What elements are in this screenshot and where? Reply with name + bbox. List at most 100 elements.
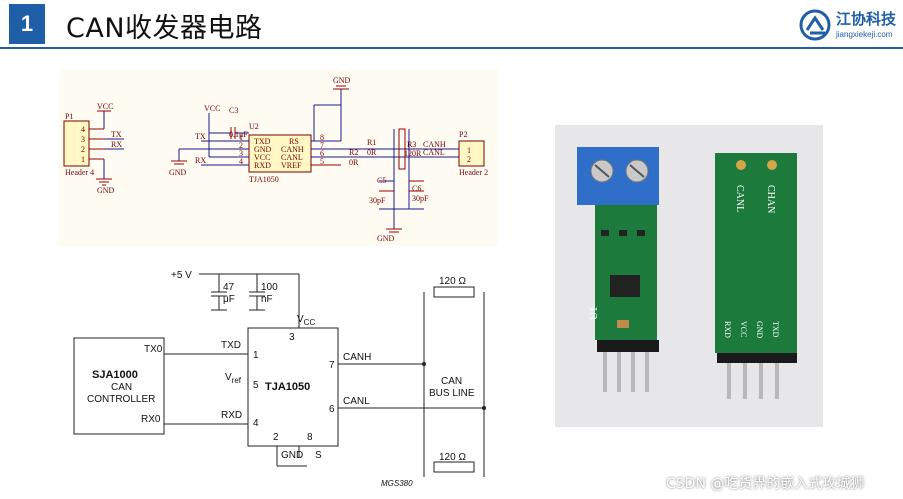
u2-num-5: 5 [320, 157, 324, 166]
chip-canl: CANL [343, 396, 370, 407]
chip-pin-4: 4 [253, 418, 259, 429]
u2-num-8: 8 [320, 133, 324, 142]
brand-url: jiangxiekeji.com [836, 30, 893, 39]
u2-num-2: 2 [239, 141, 243, 150]
p1-vcc-label: VCC [97, 102, 113, 111]
chip-pin-7: 7 [329, 360, 335, 371]
c6-ref: C6 [412, 184, 421, 193]
chip-s: S [315, 450, 322, 461]
p1-gnd-label: GND [97, 186, 115, 195]
r2-ref: R2 [349, 148, 358, 157]
chip-canh: CANH [343, 352, 371, 363]
u2-pin-vcc: VCC [254, 153, 270, 162]
module-photo: U1 CANL CHAN RXD VCC GND TXD [555, 125, 823, 427]
controller-rx: RX0 [141, 414, 161, 425]
supply-label: +5 V [171, 270, 192, 281]
chip-pin-1: 1 [253, 350, 259, 361]
gnd-top-label: GND [333, 76, 351, 85]
r2-value: 0R [349, 158, 359, 167]
chip-pin-3: 3 [289, 332, 295, 343]
u2-ref: U2 [249, 122, 259, 131]
u2-pin-vref: VREF [281, 161, 302, 170]
u2-pin-rxd: RXD [254, 161, 271, 170]
p2-name: Header 2 [459, 168, 488, 177]
c3-value: 0.1μF [229, 130, 248, 139]
silk-chan: CHAN [765, 185, 776, 213]
p1-pin-4: 4 [81, 125, 85, 134]
brand-logo-icon [799, 9, 831, 41]
u2-pin-canh: CANH [281, 145, 304, 154]
c5-ref: C5 [377, 176, 386, 185]
p2-pin-2: 2 [467, 155, 471, 164]
silk-u1: U1 [588, 307, 600, 320]
u2-num-1: 1 [239, 133, 243, 142]
chip-vref: Vref [225, 372, 242, 385]
u2-rx-label: RX [195, 156, 206, 165]
silk-pin-rxd: RXD [723, 321, 732, 338]
u2-pin-canl: CANL [281, 153, 303, 162]
p2-ref: P2 [459, 130, 467, 139]
bus-r-top: 120 Ω [439, 276, 466, 287]
chip-pin-8: 8 [307, 432, 313, 443]
p1-tx-label: TX [111, 130, 122, 139]
silk-pin-gnd: GND [755, 321, 764, 339]
chip-vcc: VCC [297, 314, 315, 327]
c3-ref: C3 [229, 106, 238, 115]
controller-line1: CAN [111, 382, 132, 393]
r3-value: 120R [404, 149, 422, 158]
p1-rx-label: RX [111, 140, 122, 149]
p2-pin-1: 1 [467, 146, 471, 155]
p2-canh-label: CANH [423, 140, 446, 149]
header-divider [0, 47, 903, 49]
silk-canl: CANL [734, 185, 745, 212]
u2-num-6: 6 [320, 149, 324, 158]
controller-line2: CONTROLLER [87, 394, 155, 405]
r1-value: 0R [367, 148, 377, 157]
schematic-bottom: +5 V 4 7 μF 100 nF SJA1000 CAN CONTROLLER… [59, 262, 498, 494]
cap2-value: 100 [261, 282, 278, 293]
cap1-unit: μF [223, 294, 235, 305]
chip-pin-6: 6 [329, 404, 335, 415]
u2-pin-rs: RS [289, 137, 299, 146]
chip-name: TJA1050 [265, 381, 310, 393]
u2-tx-label: TX [195, 132, 206, 141]
schematic-bottom-drawing: +5 V 4 7 μF 100 nF SJA1000 CAN CONTROLLER… [73, 270, 486, 488]
cap2-unit: nF [261, 294, 273, 305]
r1-ref: R1 [367, 138, 376, 147]
chip-pin-5: 5 [253, 380, 259, 391]
u2-gnd-label: GND [169, 168, 187, 177]
u2-part: TJA1050 [249, 175, 279, 184]
bus-line2: BUS LINE [429, 388, 475, 399]
gnd-bottom-label: GND [377, 234, 395, 243]
bus-r-bottom: 120 Ω [439, 452, 466, 463]
slide-title: CAN收发器电路 [66, 13, 263, 44]
schematic-top-drawing: P1 Header 4 4 3 2 1 VCC TX RX GND U2 TJA… [63, 76, 488, 243]
csdn-watermark: CSDN @吃货界的嵌入式攻城狮 [666, 476, 865, 492]
p1-pin-3: 3 [81, 135, 85, 144]
p1-pin-2: 2 [81, 145, 85, 154]
u2-num-4: 4 [239, 157, 243, 166]
controller-tx: TX0 [144, 344, 163, 355]
figure-code: MGS380 [381, 479, 413, 488]
u2-pin-gnd: GND [254, 145, 272, 154]
u2-num-3: 3 [239, 149, 243, 158]
controller-name: SJA1000 [92, 369, 138, 381]
module-photo-drawing: U1 CANL CHAN RXD VCC GND TXD [577, 147, 797, 399]
schematic-top: P1 Header 4 4 3 2 1 VCC TX RX GND U2 TJA… [59, 69, 498, 246]
p1-name: Header 4 [65, 168, 94, 177]
slide-header: 1 CAN收发器电路 江协科技 jiangxiekeji.com [0, 0, 903, 49]
bus-line1: CAN [441, 376, 462, 387]
p1-ref: P1 [65, 112, 73, 121]
p1-pin-1: 1 [81, 155, 85, 164]
chip-gnd: GND [281, 450, 303, 461]
c5-value: 30pF [369, 196, 386, 205]
chip-pin-2: 2 [273, 432, 279, 443]
section-number-badge: 1 [9, 4, 45, 44]
r3-ref: R3 [407, 140, 416, 149]
u2-num-7: 7 [320, 141, 324, 150]
p2-canl-label: CANL [423, 148, 445, 157]
silk-pin-txd: TXD [771, 321, 780, 338]
u2-pin-txd: TXD [254, 137, 271, 146]
chip-rxd: RXD [221, 410, 242, 421]
c6-value: 30pF [412, 194, 429, 203]
